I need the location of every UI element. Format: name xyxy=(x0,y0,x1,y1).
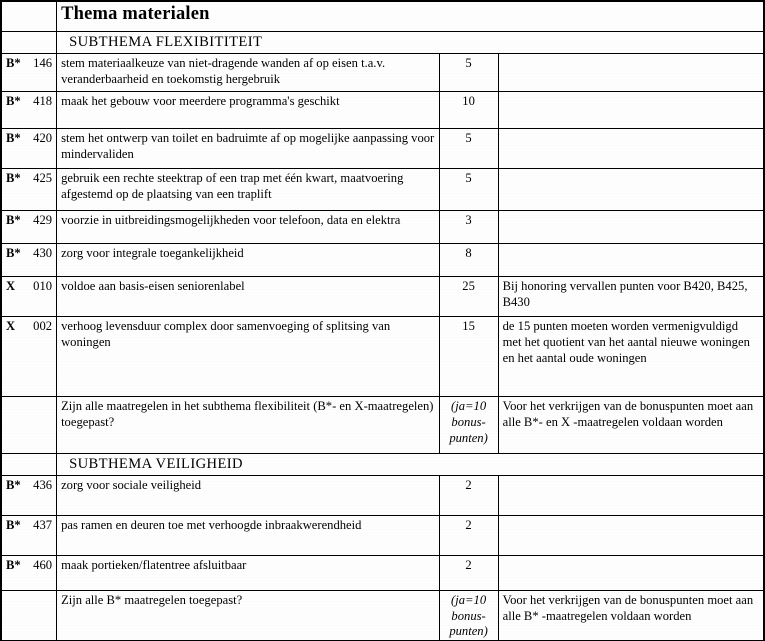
row-code: 437 xyxy=(27,514,58,556)
row-flag: B* xyxy=(0,167,28,211)
row-points: 5 xyxy=(438,167,499,211)
row-points: 2 xyxy=(438,554,499,591)
row-flag: B* xyxy=(0,127,28,169)
page-title-cell: Thema materialen xyxy=(56,1,764,32)
bonus-row: Zijn alle B* maatregelen toegepast? (ja=… xyxy=(0,589,765,641)
row-remark xyxy=(497,242,765,277)
row-flag: B* xyxy=(0,554,28,591)
row-code: 425 xyxy=(27,167,58,211)
row-code: 010 xyxy=(27,275,58,317)
subtheme-1-title: SUBTHEMA FLEXIBITITEIT xyxy=(69,34,263,50)
subtheme-header-row: SUBTHEMA VEILIGHEID xyxy=(0,452,764,476)
row-points: 25 xyxy=(438,275,499,317)
bonus-left-cell xyxy=(0,589,58,641)
row-remark: Bij honoring vervallen punten voor B420,… xyxy=(497,275,765,317)
row-remark xyxy=(497,554,765,591)
row-flag: B* xyxy=(0,209,28,244)
title-row: Thema materialen xyxy=(0,1,764,32)
table-row: B* 437 pas ramen en deuren toe met verho… xyxy=(0,514,765,556)
row-flag: X xyxy=(0,315,28,397)
table-row: B* 429 voorzie in uitbreidingsmogelijkhe… xyxy=(0,209,765,244)
row-description: voldoe aan basis-eisen seniorenlabel xyxy=(56,275,440,317)
row-flag: B* xyxy=(0,474,28,516)
row-flag: B* xyxy=(0,242,28,277)
title-left-cell xyxy=(0,1,58,32)
row-description: maak het gebouw voor meerdere programma'… xyxy=(56,90,440,129)
table-row: B* 418 maak het gebouw voor meerdere pro… xyxy=(0,90,765,129)
table-row: B* 420 stem het ontwerp van toilet en ba… xyxy=(0,127,765,169)
row-description: maak portieken/flatentree afsluitbaar xyxy=(56,554,440,591)
subtheme-2-title: SUBTHEMA VEILIGHEID xyxy=(69,455,243,472)
row-points: 15 xyxy=(438,315,499,397)
row-remark: de 15 punten moeten worden vermenigvuldi… xyxy=(497,315,765,397)
row-remark xyxy=(497,167,765,211)
row-code: 429 xyxy=(27,209,58,244)
row-code: 418 xyxy=(27,90,58,129)
row-remark xyxy=(497,52,765,92)
row-flag: B* xyxy=(0,90,28,129)
row-points: 2 xyxy=(438,514,499,556)
subtheme-1-left-cell xyxy=(0,31,58,54)
bonus-row: Zijn alle maatregelen in het subthema fl… xyxy=(0,395,765,454)
table-row: X 010 voldoe aan basis-eisen seniorenlab… xyxy=(0,275,765,317)
row-code: 420 xyxy=(27,127,58,169)
row-points: 10 xyxy=(438,90,499,129)
bonus-remark: Voor het verkrijgen van de bonuspunten m… xyxy=(497,589,765,641)
row-description: zorg voor sociale veiligheid xyxy=(56,474,440,516)
row-code: 002 xyxy=(27,315,58,397)
bonus-points: (ja=10 bonus- punten) xyxy=(438,395,499,454)
row-description: pas ramen en deuren toe met verhoogde in… xyxy=(56,514,440,556)
row-description: gebruik een rechte steektrap of een trap… xyxy=(56,167,440,211)
row-description: stem het ontwerp van toilet en badruimte… xyxy=(56,127,440,169)
row-points: 3 xyxy=(438,209,499,244)
table-row: X 002 verhoog levensduur complex door sa… xyxy=(0,315,765,397)
row-remark xyxy=(497,514,765,556)
row-flag: B* xyxy=(0,514,28,556)
table-row: B* 425 gebruik een rechte steektrap of e… xyxy=(0,167,765,211)
bonus-question: Zijn alle B* maatregelen toegepast? xyxy=(56,589,440,641)
bonus-points: (ja=10 bonus- punten) xyxy=(438,589,499,641)
table-row: B* 146 stem materiaalkeuze van niet-drag… xyxy=(0,52,765,92)
row-description: voorzie in uitbreidingsmogelijkheden voo… xyxy=(56,209,440,244)
bonus-left-cell xyxy=(0,395,58,454)
page-title: Thema materialen xyxy=(61,4,210,24)
table-row: B* 430 zorg voor integrale toegankelijkh… xyxy=(0,242,765,277)
row-points: 5 xyxy=(438,127,499,169)
row-remark xyxy=(497,127,765,169)
row-points: 8 xyxy=(438,242,499,277)
row-points: 2 xyxy=(438,474,499,516)
row-description: verhoog levensduur complex door samenvoe… xyxy=(56,315,440,397)
row-code: 460 xyxy=(27,554,58,591)
row-remark xyxy=(497,209,765,244)
row-points: 5 xyxy=(438,52,499,92)
subtheme-2-header-cell: SUBTHEMA VEILIGHEID xyxy=(56,452,764,476)
bonus-question: Zijn alle maatregelen in het subthema fl… xyxy=(56,395,440,454)
subtheme-header-row: SUBTHEMA FLEXIBITITEIT xyxy=(0,31,764,54)
row-description: zorg voor integrale toegankelijkheid xyxy=(56,242,440,277)
row-flag: X xyxy=(0,275,28,317)
row-remark xyxy=(497,90,765,129)
row-remark xyxy=(497,474,765,516)
row-description: stem materiaalkeuze van niet-dragende wa… xyxy=(56,52,440,92)
table-row: B* 436 zorg voor sociale veiligheid 2 xyxy=(0,474,765,516)
subtheme-2-left-cell xyxy=(0,452,58,476)
subtheme-1-header-cell: SUBTHEMA FLEXIBITITEIT xyxy=(56,31,764,54)
row-code: 436 xyxy=(27,474,58,516)
bonus-remark: Voor het verkrijgen van de bonuspunten m… xyxy=(497,395,765,454)
row-code: 430 xyxy=(27,242,58,277)
table-row: B* 460 maak portieken/flatentree afsluit… xyxy=(0,554,765,591)
row-code: 146 xyxy=(27,52,58,92)
row-flag: B* xyxy=(0,52,28,92)
